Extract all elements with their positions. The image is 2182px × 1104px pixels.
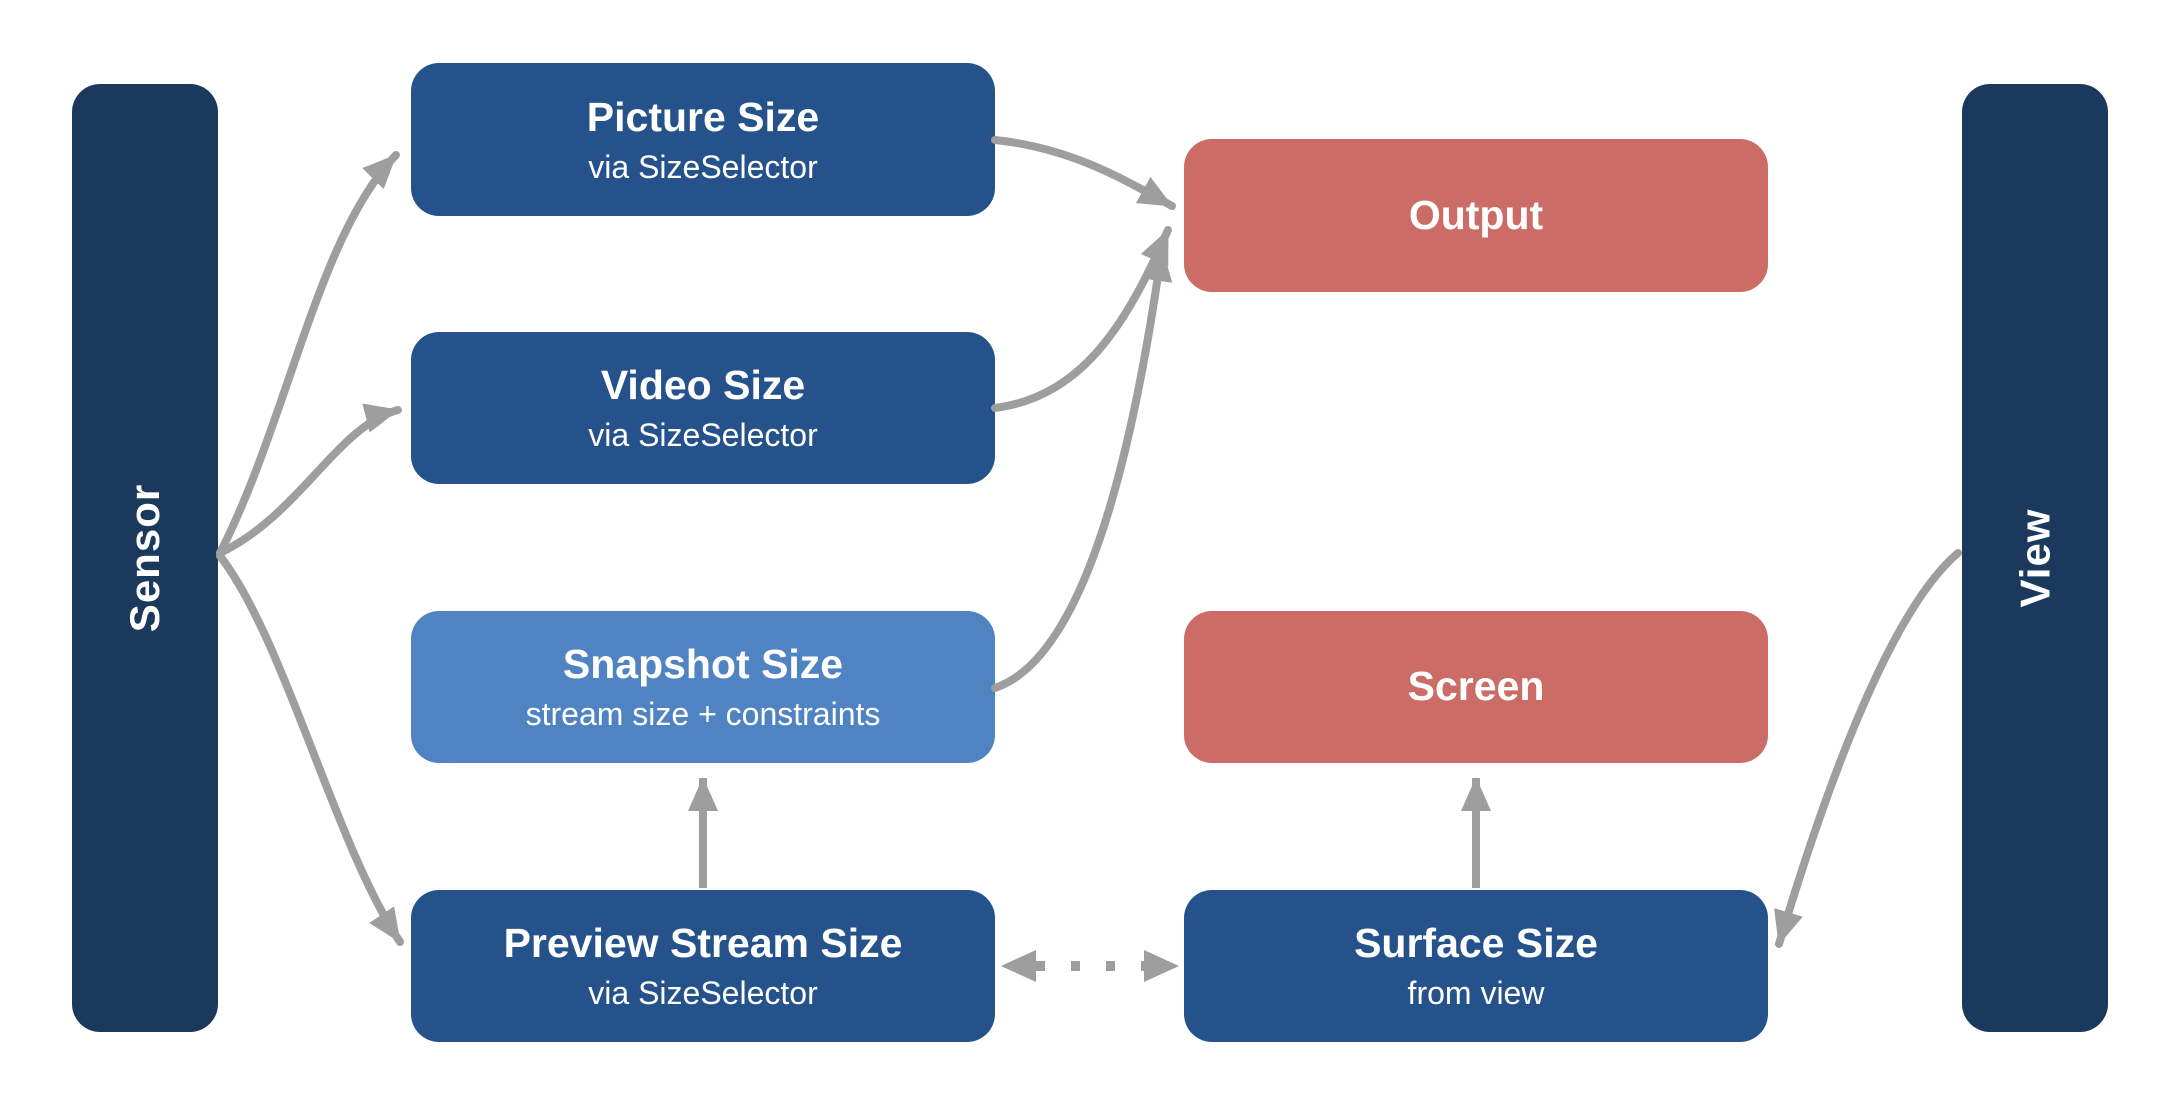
node-surface-size-subtitle: from view — [1407, 975, 1545, 1012]
view-bar-label: View — [2010, 508, 2058, 608]
edge-preview-surface-left-arrowhead — [1001, 950, 1036, 982]
edge-picture-size-to-output — [991, 136, 1176, 210]
node-snapshot-size-title: Snapshot Size — [562, 641, 844, 688]
node-preview-stream-size-subtitle: via SizeSelector — [588, 975, 818, 1012]
node-surface-size-title: Surface Size — [1354, 920, 1598, 967]
edge-sensor-to-preview-stream-size — [216, 552, 404, 946]
node-screen: Screen — [1184, 611, 1768, 763]
view-bar: View — [1962, 84, 2108, 1032]
node-output-title: Output — [1408, 191, 1544, 238]
edge-video-size-to-output — [991, 226, 1172, 412]
node-screen-title: Screen — [1407, 663, 1545, 710]
node-picture-size-subtitle: via SizeSelector — [588, 148, 818, 185]
edge-sensor-to-picture-size — [216, 151, 400, 557]
node-preview-stream-size: Preview Stream Size via SizeSelector — [411, 890, 995, 1042]
node-video-size: Video Size via SizeSelector — [411, 332, 995, 484]
node-picture-size-title: Picture Size — [586, 93, 820, 140]
node-preview-stream-size-title: Preview Stream Size — [503, 920, 903, 967]
edge-snapshot-size-to-output — [991, 244, 1173, 692]
node-picture-size: Picture Size via SizeSelector — [411, 63, 995, 216]
node-snapshot-size: Snapshot Size stream size + constraints — [411, 611, 995, 763]
node-snapshot-size-subtitle: stream size + constraints — [525, 696, 881, 733]
node-video-size-title: Video Size — [600, 362, 806, 409]
node-surface-size: Surface Size from view — [1184, 890, 1768, 1042]
edge-sensor-to-video-size — [216, 403, 402, 557]
edge-preview-surface-right-arrowhead — [1144, 950, 1179, 982]
node-output: Output — [1184, 139, 1768, 292]
edge-view-to-surface-size — [1774, 549, 1962, 948]
sensor-bar: Sensor — [72, 84, 218, 1032]
node-video-size-subtitle: via SizeSelector — [588, 417, 818, 454]
sensor-bar-label: Sensor — [121, 483, 169, 633]
